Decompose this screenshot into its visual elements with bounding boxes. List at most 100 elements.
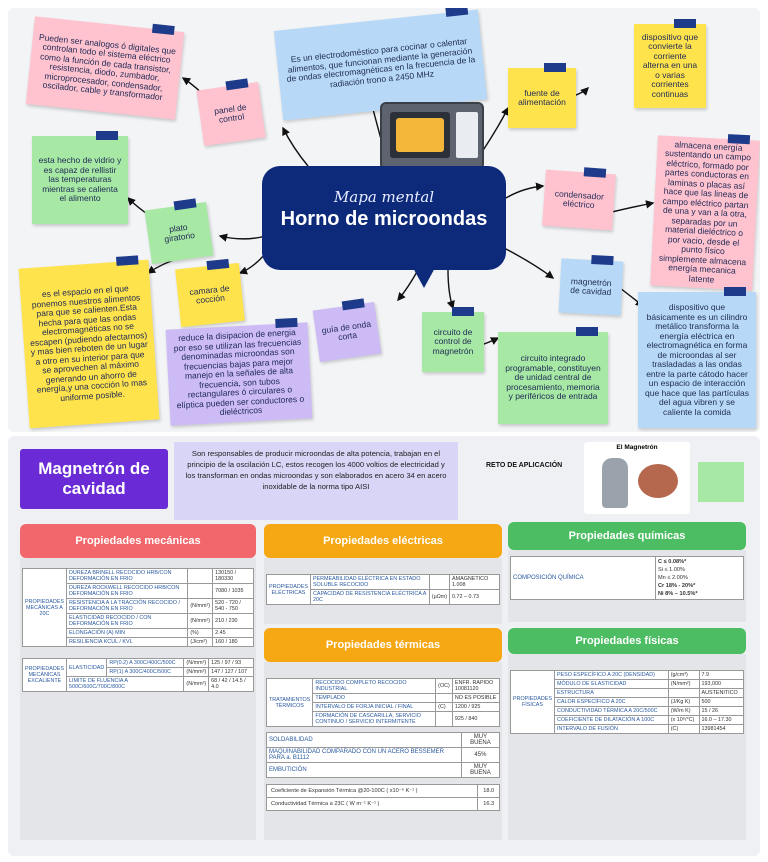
magnetron-device-left	[602, 458, 628, 508]
table-cell: RESISTENCIA A LA TRACCIÓN RECOCIDO / DEF…	[65, 598, 189, 614]
note-text: almacena energía sustentando un campo el…	[658, 139, 752, 285]
table-row: PROPIEDADES FÍSICAS PESO ESPECÍFICO A 20…	[510, 670, 745, 734]
note-espacio: es el espacio en el que ponemos nuestros…	[18, 255, 160, 429]
header-electricas: Propiedades eléctricas	[264, 524, 502, 558]
table-row: Coeficiente de Expansión Térmica @20-100…	[265, 784, 500, 798]
elasticity-label: ELASTICIDAD	[65, 658, 108, 677]
table-cell: ELASTICIDAD RECOCIDO / CON DEFORMACIÓN E…	[65, 613, 189, 629]
group-label: PROPIEDADES MECÁNICAS EXCALIENTE	[22, 658, 67, 692]
table-cell: (J/Kg K)	[667, 697, 700, 707]
image-caption: El Magnetrón	[616, 444, 658, 451]
note-text: magnetrón de cavidad	[569, 275, 612, 298]
table-cell: ESTRUCTURA	[553, 688, 669, 698]
header-quimicas: Propiedades químicas	[508, 522, 746, 550]
table-cell	[187, 583, 214, 599]
table-row: Conductividad Térmica a 23C ( W m⁻¹ K⁻¹ …	[265, 797, 500, 811]
magnetron-intro: Son responsables de producir microondas …	[174, 442, 458, 520]
note-vidrio: esta hecho de vidrio y es capaz de relli…	[32, 131, 128, 224]
table-cell: (N/mm²)	[183, 667, 210, 677]
table-cell: (x 10⁶/°C)	[667, 715, 700, 725]
note-text: reduce la disipacion de energia por eso …	[173, 327, 305, 418]
table-cell: 130150 / 180330	[212, 568, 254, 584]
table-cell: 7.9	[698, 670, 745, 680]
table-cell: ELONGACIÓN (A) MIN	[65, 628, 189, 638]
table-cell	[667, 688, 700, 698]
comp-c: C ≤ 0.08%*	[658, 559, 687, 565]
table-cell: CAPACIDAD DE RESISTENCIA ELÉCTRICA A 20C	[309, 589, 430, 605]
table-cell: PERMEABILIDAD ELÉCTRICA EN ESTADO SOLUBL…	[309, 574, 430, 590]
table-cell: 15 / 26	[698, 706, 745, 716]
table-cell: NO ES POSIBLE	[451, 693, 501, 703]
table-cell: 16.3	[477, 797, 500, 811]
table-cell: MÓDULO DE ELASTICIDAD	[553, 679, 669, 689]
table-mecanicas-caliente: PROPIEDADES MECÁNICAS EXCALIENTE ELASTIC…	[22, 658, 254, 692]
note-text: dispositivo que convierte la corriente a…	[641, 31, 699, 99]
table-cell	[435, 693, 453, 703]
reto-label: RETO DE APLICACIÓN	[486, 462, 563, 469]
table-cell	[187, 568, 214, 584]
note-text: esta hecho de vidrio y es capaz de relli…	[38, 155, 122, 204]
note-analog-controls: Pueden ser analogos ó digitales que cont…	[25, 16, 185, 120]
table-cell: 520 - 720 / 540 - 750	[212, 598, 254, 614]
table-cell: DUREZA ROCKWELL RECOCIDO HRB/CON DEFORMA…	[65, 583, 189, 599]
table-cell: RP(0.2) A 300C/400C/500C	[106, 658, 185, 668]
green-sticky	[698, 462, 744, 502]
table-cell: AUSTENITICO	[698, 688, 745, 698]
composition-values: C ≤ 0.08%* Si ≤ 1.00% Mn ≤ 2.00% Cr 18% …	[655, 556, 744, 600]
table-cell: 18.0	[477, 784, 500, 798]
table-cell: (N/mm²)	[183, 676, 210, 692]
note-text: guía de onda corta	[320, 318, 372, 343]
table-row: FORMACIÓN DE CASCARILLA, SERVICIO CONTIN…	[267, 711, 501, 727]
table-cell: 68 / 42 / 14.5 / 4.0	[208, 676, 254, 692]
microwave-window	[390, 112, 450, 158]
table-row: RESISTENCIA A LA TRACCIÓN RECOCIDO / DEF…	[23, 598, 254, 614]
table-row: CAPACIDAD DE RESISTENCIA ELÉCTRICA A 20C…	[267, 589, 500, 605]
comp-mn: Mn ≤ 2.00%	[658, 575, 688, 581]
note-fuente: fuente de alimentación	[508, 63, 576, 128]
table-cell: 0.72 – 0.73	[449, 589, 500, 605]
table-cell: CONDUCTIVIDAD TÉRMICA A 20C/500C	[553, 706, 669, 716]
table-cell: MUY BUENA	[460, 762, 501, 778]
magnetron-title: Magnetrón de cavidad	[20, 449, 168, 509]
table-cell: 7080 / 1035	[212, 583, 254, 599]
magnetron-device-right	[638, 464, 678, 498]
table-cell: AMAGNETICO 1.008	[449, 574, 500, 590]
table-cell: SOLDABILIDAD	[266, 732, 462, 748]
table-cell: (N/mm²)	[187, 598, 214, 614]
table-row: PROPIEDADES ELÉCTRICAS PERMEABILIDAD ELÉ…	[266, 574, 500, 605]
note-panel: panel de control	[196, 78, 266, 147]
note-dispositivo-magnetron: dispositivo que básicamente es un cilind…	[638, 287, 756, 428]
table-row: RESILIENCIA KCUL / KVL(J/cm²)160 / 180	[23, 637, 254, 647]
note-text: condensador eléctrico	[554, 187, 605, 211]
table-cell: (g/cm³)	[667, 670, 700, 680]
header-mecanicas: Propiedades mecánicas	[20, 524, 256, 558]
table-row: PROPIEDADES MECÁNICAS EXCALIENTE ELASTIC…	[22, 658, 254, 692]
note-text: Pueden ser analogos ó digitales que cont…	[38, 31, 177, 103]
table-cell: (%)	[187, 628, 214, 638]
note-circuito: circuito de control de magnetrón	[422, 307, 484, 372]
table-cell: (N/mm²)	[667, 679, 700, 689]
table-cell: 45%	[460, 747, 501, 763]
table-cell: LIMITE DE FLUENCIA A 500C/600C/700C/800C	[65, 676, 185, 692]
table-row: COMPOSICIÓN QUÍMICA C ≤ 0.08%* Si ≤ 1.00…	[510, 556, 744, 600]
note-almacena: almacena energía sustentando un campo el…	[650, 134, 760, 291]
composition-label: COMPOSICIÓN QUÍMICA	[510, 556, 656, 600]
note-plato: plato giratorio	[144, 198, 214, 265]
table-cell: 210 / 230	[212, 613, 254, 629]
comp-si: Si ≤ 1.00%	[658, 567, 686, 573]
table-cell: 193,000	[698, 679, 745, 689]
table-cell: FORMACIÓN DE CASCARILLA, SERVICIO CONTIN…	[312, 711, 437, 727]
table-cell: DUREZA BRINELL RECOCIDO HRB/CON DEFORMAC…	[65, 568, 189, 584]
table-cell: Coeficiente de Expansión Térmica @20-100…	[265, 784, 479, 798]
table-cell: 13981454	[698, 724, 745, 734]
table-cell: 925 / 840	[451, 711, 501, 727]
group-label: PROPIEDADES ELÉCTRICAS	[266, 574, 311, 605]
central-subtitle: Mapa mental	[333, 188, 435, 206]
table-row: COEFICIENTE DE DILATACIÓN A 100C(x 10⁶/°…	[511, 715, 745, 725]
note-text: panel de control	[213, 101, 248, 125]
table-cell: MUY BUENA	[460, 732, 501, 748]
bubble-tail	[412, 266, 436, 288]
